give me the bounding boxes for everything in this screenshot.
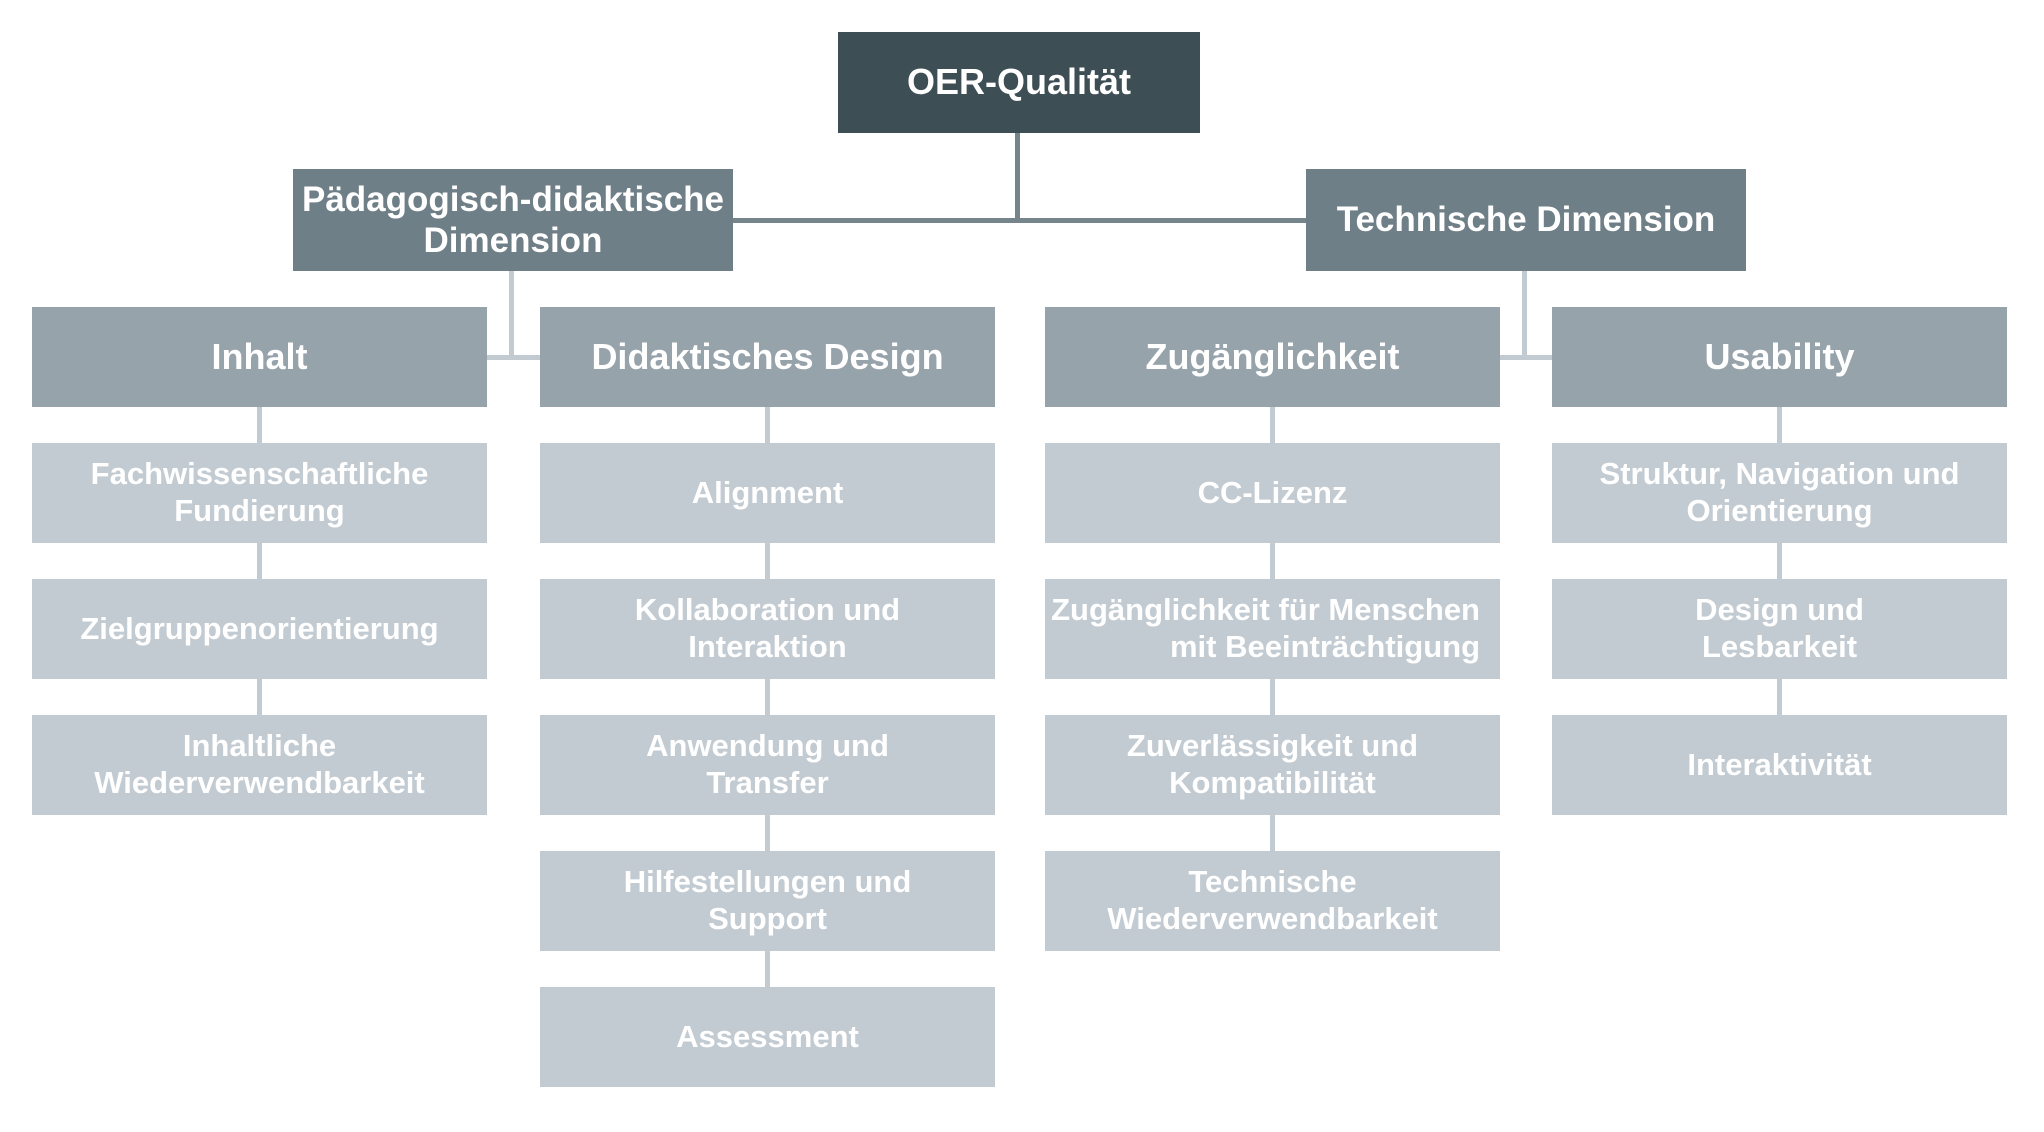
root-node-oer-qualitaet: OER-Qualität (838, 32, 1200, 133)
connector-col4-2 (1777, 679, 1782, 715)
criterion-node-zielgruppenorientierung: Zielgruppenorientierung (32, 579, 487, 679)
connector-col1-1 (257, 543, 262, 579)
connector-col3-1 (1270, 543, 1275, 579)
connector-dimensions-horizontal (733, 218, 1306, 223)
criterion-node-struktur-navigation-orientierung: Struktur, Navigation und Orientierung (1552, 443, 2007, 543)
connector-col4-0 (1777, 407, 1782, 443)
criterion-node-cc-lizenz: CC-Lizenz (1045, 443, 1500, 543)
connector-col2-0 (765, 407, 770, 443)
connector-col2-4 (765, 951, 770, 987)
connector-technisch-vertical (1522, 271, 1527, 360)
connector-col1-2 (257, 679, 262, 715)
category-node-usability: Usability (1552, 307, 2007, 407)
criterion-node-alignment: Alignment (540, 443, 995, 543)
criterion-node-inhaltliche-wiederverwendbarkeit: Inhaltliche Wiederverwendbarkeit (32, 715, 487, 815)
connector-col3-0 (1270, 407, 1275, 443)
dimension-node-technisch: Technische Dimension (1306, 169, 1746, 271)
criterion-node-design-lesbarkeit: Design und Lesbarkeit (1552, 579, 2007, 679)
connector-col2-3 (765, 815, 770, 851)
criterion-node-assessment: Assessment (540, 987, 995, 1087)
connector-root-vertical (1015, 133, 1020, 223)
connector-paedagogisch-horizontal (487, 355, 540, 360)
criterion-node-hilfestellungen-support: Hilfestellungen und Support (540, 851, 995, 951)
criterion-node-zuverlaessigkeit-kompatibilitaet: Zuverlässigkeit und Kompatibilität (1045, 715, 1500, 815)
criterion-node-interaktivitaet: Interaktivität (1552, 715, 2007, 815)
criterion-node-zugaenglichkeit-beeintraechtigung: Zugänglichkeit für Menschen mit Beeinträ… (1045, 579, 1500, 679)
criterion-node-anwendung-transfer: Anwendung und Transfer (540, 715, 995, 815)
connector-col1-0 (257, 407, 262, 443)
connector-col3-3 (1270, 815, 1275, 851)
connector-technisch-horizontal (1500, 355, 1552, 360)
category-node-zugaenglichkeit: Zugänglichkeit (1045, 307, 1500, 407)
criterion-node-fachwissenschaftliche-fundierung: Fachwissenschaftliche Fundierung (32, 443, 487, 543)
connector-col2-1 (765, 543, 770, 579)
connector-col4-1 (1777, 543, 1782, 579)
connector-paedagogisch-vertical (509, 271, 514, 360)
category-node-didaktisches-design: Didaktisches Design (540, 307, 995, 407)
dimension-node-paedagogisch-didaktisch: Pädagogisch-didaktische Dimension (293, 169, 733, 271)
criterion-node-technische-wiederverwendbarkeit: Technische Wiederverwendbarkeit (1045, 851, 1500, 951)
criterion-node-kollaboration-interaktion: Kollaboration und Interaktion (540, 579, 995, 679)
connector-col2-2 (765, 679, 770, 715)
category-node-inhalt: Inhalt (32, 307, 487, 407)
connector-col3-2 (1270, 679, 1275, 715)
